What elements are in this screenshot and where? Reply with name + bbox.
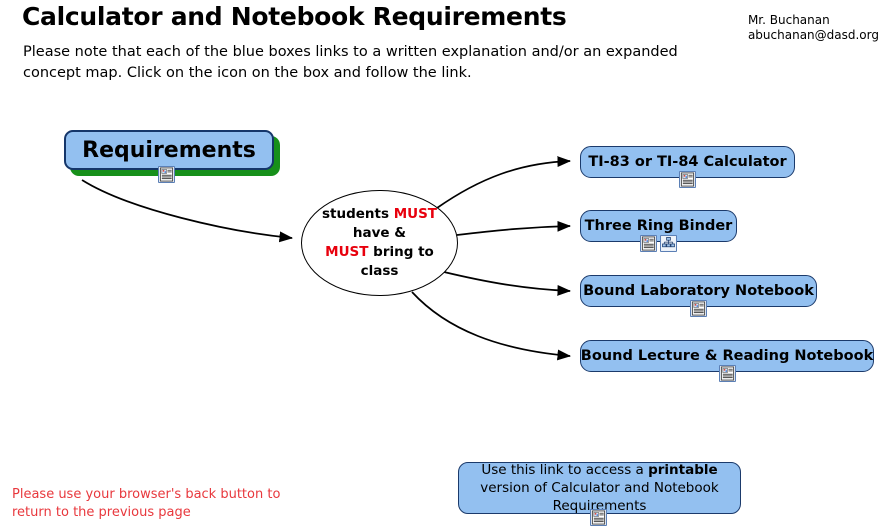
node-bound-laboratory-notebook-label: Bound Laboratory Notebook [583, 283, 814, 299]
node-printable-link-label: Use this link to access a printable vers… [459, 461, 740, 515]
intro-paragraph: Please note that each of the blue boxes … [23, 44, 678, 81]
node-ti-calculator-label: TI-83 or TI-84 Calculator [588, 154, 787, 170]
document-icon[interactable] [719, 365, 736, 382]
node-bound-laboratory-notebook-icons [690, 300, 707, 317]
node-ti-calculator-icons [679, 171, 696, 188]
center-line1-plain: students [321, 206, 394, 222]
node-center-condition: students MUST have & MUST bring to class [301, 190, 458, 296]
node-center-text: students MUST have & MUST bring to class [322, 205, 437, 281]
node-printable-link[interactable]: Use this link to access a printable vers… [458, 462, 741, 514]
concept-map-icon[interactable] [660, 235, 677, 252]
document-icon[interactable] [640, 235, 657, 252]
document-icon[interactable] [690, 300, 707, 317]
node-printable-link-icons [590, 509, 607, 526]
node-requirements[interactable]: Requirements [64, 130, 274, 170]
contact-info: Mr. Buchanan abuchanan@dasd.org [748, 13, 879, 43]
node-bound-lecture-reading-notebook-icons [719, 365, 736, 382]
center-line2: have & [352, 225, 407, 241]
contact-email: abuchanan@dasd.org [747, 28, 879, 42]
contact-name: Mr. Buchanan [747, 13, 830, 27]
node-three-ring-binder-icons [640, 235, 677, 252]
node-requirements-label: Requirements [82, 137, 256, 163]
document-icon[interactable] [679, 171, 696, 188]
document-icon[interactable] [158, 166, 175, 183]
node-three-ring-binder-label: Three Ring Binder [584, 218, 733, 234]
browser-back-notice: Please use your browser's back button to… [12, 487, 281, 520]
document-icon[interactable] [590, 509, 607, 526]
center-line4: class [360, 263, 399, 279]
note-text-bold: printable [648, 462, 718, 478]
page-title: Calculator and Notebook Requirements [22, 2, 567, 31]
node-bound-lecture-reading-notebook-label: Bound Lecture & Reading Notebook [580, 348, 874, 364]
center-line1-highlight: MUST [393, 206, 438, 222]
center-line3-plain: bring to [368, 244, 434, 260]
center-line3-highlight: MUST [325, 244, 369, 260]
node-requirements-icons [158, 166, 175, 183]
note-text-before: Use this link to access a [481, 462, 649, 478]
